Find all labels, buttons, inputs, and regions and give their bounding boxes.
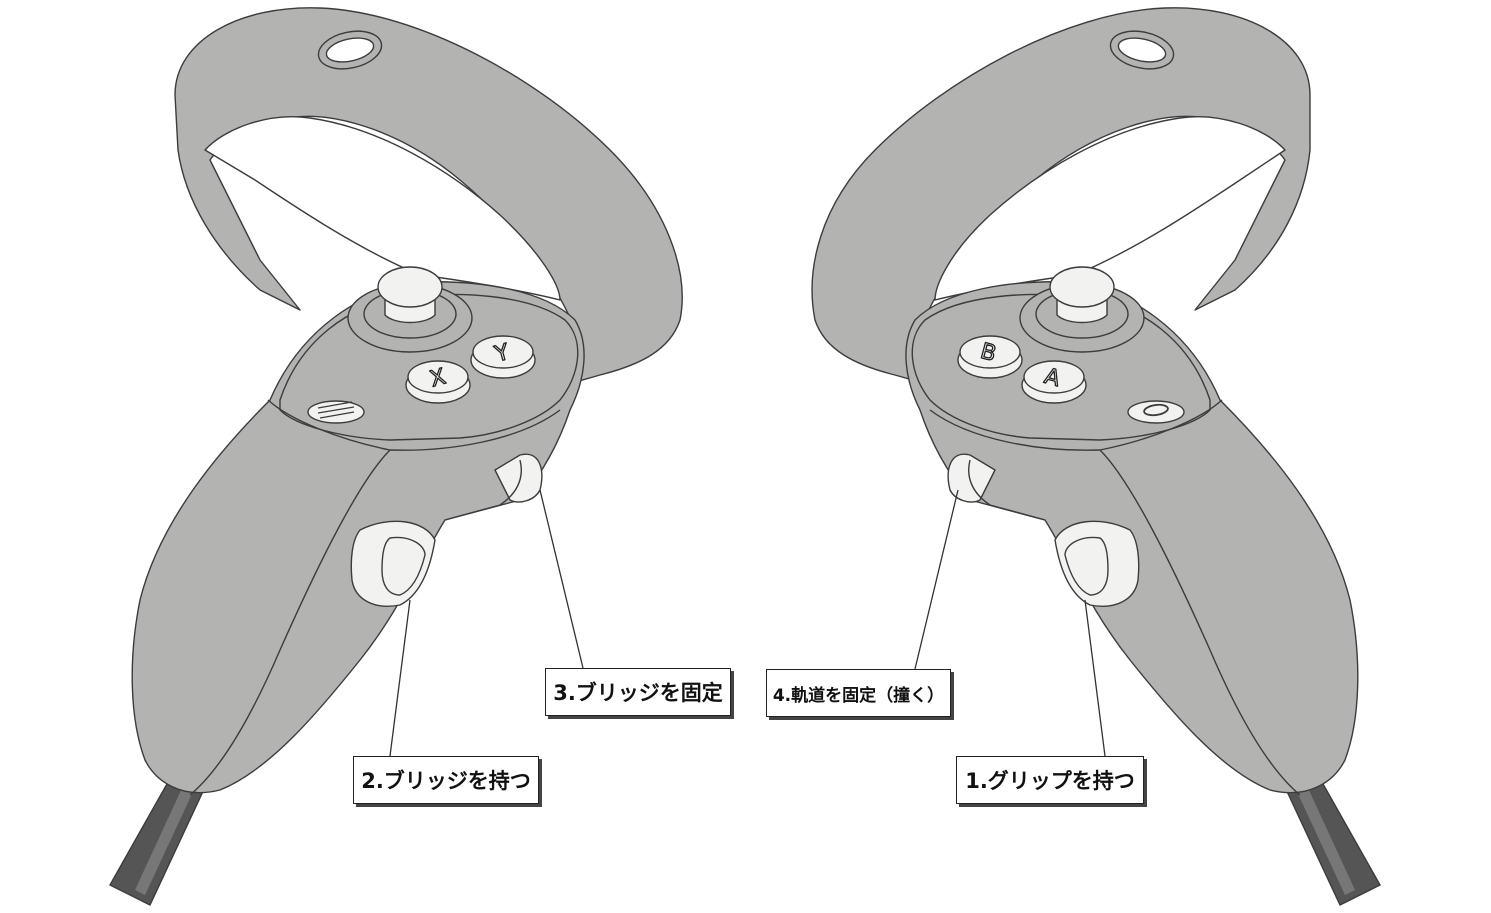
right-thumbstick-cap	[1050, 267, 1114, 307]
callout-fix-trajectory: 4.軌道を固定（撞く）	[766, 669, 951, 717]
left-thumbstick-cap	[378, 267, 442, 307]
callout-hold-grip: 1.グリップを持つ	[956, 756, 1144, 804]
leader-fix-bridge	[540, 490, 583, 668]
leader-fix-trajectory	[915, 490, 958, 669]
callout-hold-bridge: 2.ブリッジを持つ	[353, 756, 539, 804]
leader-lines	[390, 490, 1105, 756]
callout-fix-bridge: 3.ブリッジを固定	[545, 668, 731, 716]
leader-hold-bridge	[390, 600, 410, 756]
leader-hold-grip	[1085, 600, 1105, 756]
